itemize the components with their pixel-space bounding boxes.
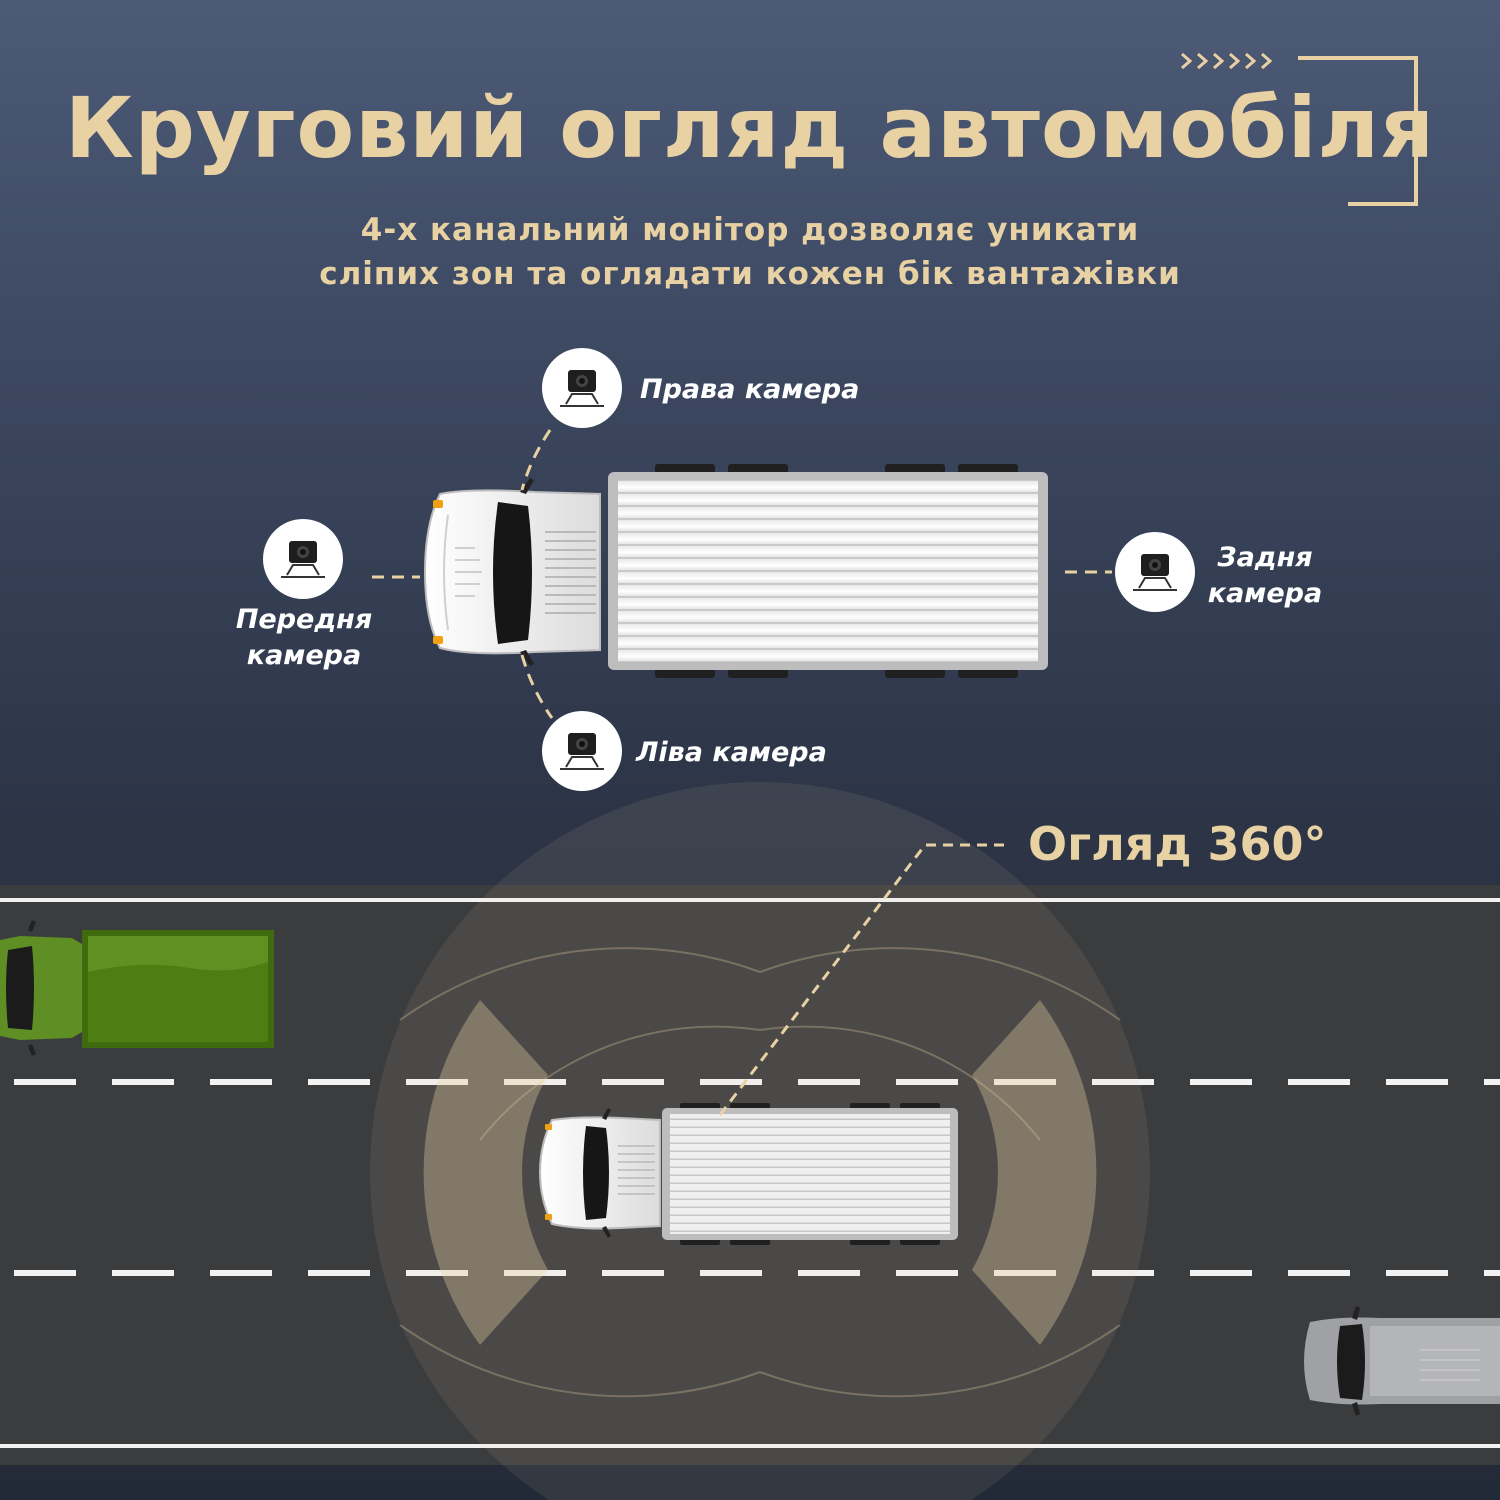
view-360-label: Огляд 360° [1028,817,1327,871]
subtitle-line-2: сліпих зон та оглядати кожен бік вантажі… [319,256,1181,292]
grey-van [1304,1306,1500,1416]
truck-diagram [423,464,1048,678]
green-truck [0,920,274,1056]
camera-badge-rear [1115,532,1195,612]
page-title: Круговий огляд автомобіля [65,79,1435,177]
label-rear-camera-line-2: камера [1207,578,1323,609]
camera-icon [560,733,604,770]
corner-bracket-icon [1298,56,1418,206]
connector-lines [372,429,1112,719]
label-rear-camera: Задня камера [1196,540,1334,612]
label-front-camera-line-2: камера [246,640,362,671]
camera-icon [1133,554,1177,591]
label-front-camera: Передня камера [222,602,386,674]
view-pointer-line [718,843,1010,1116]
camera-icon [560,370,604,407]
camera-icon [281,541,325,578]
subtitle-line-1: 4-х канальний монітор дозволяє уникати [360,212,1140,248]
camera-badge-left [542,711,622,791]
truck-on-road [538,1103,958,1245]
chevron-arrows-icon [1181,52,1273,70]
page-subtitle: 4-х канальний монітор дозволяє уникати с… [300,208,1200,296]
label-front-camera-line-1: Передня [235,604,373,635]
label-rear-camera-line-1: Задня [1217,542,1313,573]
camera-badge-front [263,519,343,599]
label-left-camera: Ліва камера [636,737,827,768]
label-right-camera: Права камера [640,374,860,405]
camera-badge-right [542,348,622,428]
